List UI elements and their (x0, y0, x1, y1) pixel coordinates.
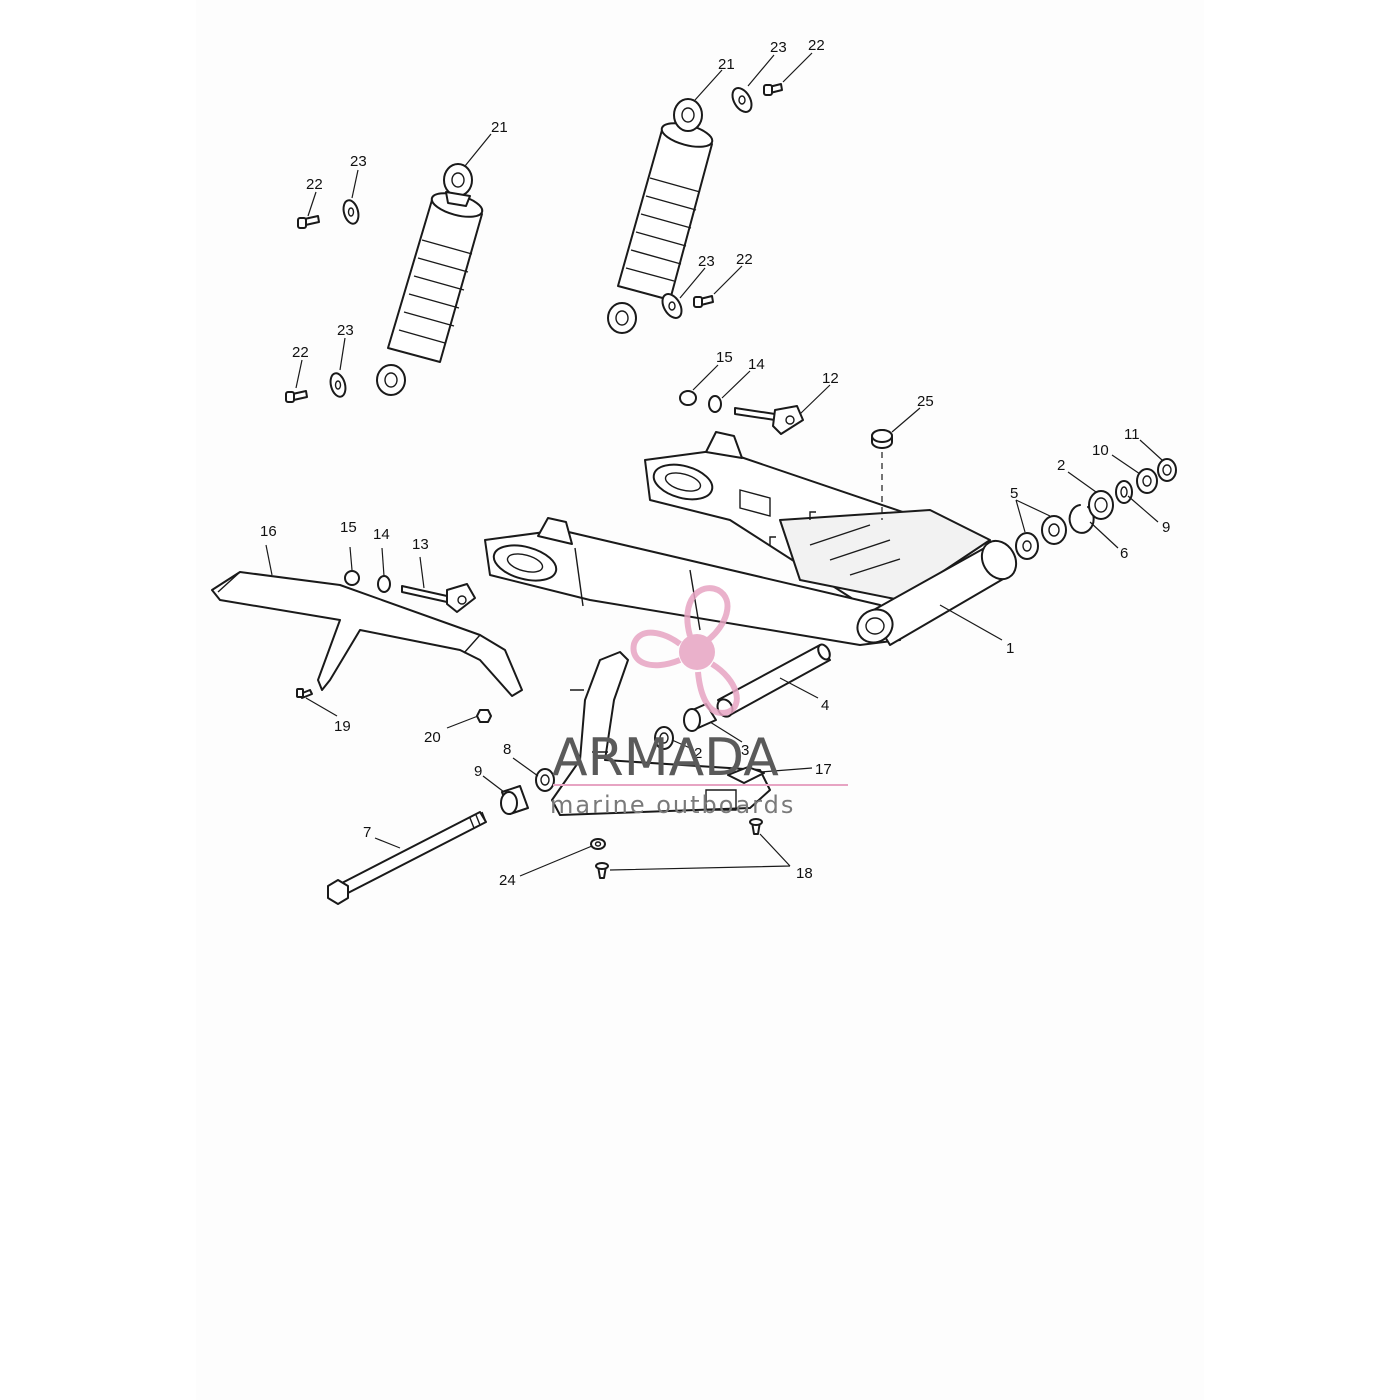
callout-22-left-bottom: 22 (292, 344, 309, 361)
propeller-blade-icon (684, 585, 731, 643)
watermark-logo (630, 585, 740, 716)
callout-23-left-bottom: 23 (337, 322, 354, 339)
callout-23-right-bottom: 23 (698, 253, 715, 270)
swing-arm (484, 431, 1018, 646)
leader-lines (265, 52, 1163, 877)
callout-11: 11 (1124, 426, 1140, 443)
left-shock-absorber (376, 163, 484, 396)
pivot-hardware-right (1015, 458, 1177, 560)
callout-12: 12 (822, 370, 839, 387)
cap (871, 429, 893, 449)
callout-21-right: 21 (718, 56, 735, 73)
callout-10: 10 (1092, 442, 1109, 459)
drawing-sheet (196, 0, 1204, 1400)
callout-14-upper: 14 (748, 356, 765, 373)
propeller-hub-icon (679, 634, 715, 670)
callout-13: 13 (412, 536, 429, 553)
callout-15-lower: 15 (340, 519, 357, 536)
callout-15-upper: 15 (716, 349, 733, 366)
lower-guard (551, 651, 771, 816)
callout-16: 16 (260, 523, 277, 540)
callout-labels: 21 21 23 22 22 23 22 23 23 22 15 14 12 2… (260, 37, 1170, 889)
guard-fasteners (296, 688, 492, 723)
callout-9-right: 9 (1162, 519, 1170, 536)
callout-23-top: 23 (770, 39, 787, 56)
callout-23-left-top: 23 (350, 153, 367, 170)
callout-17: 17 (815, 761, 832, 778)
callout-7: 7 (363, 824, 371, 841)
callout-8: 8 (503, 741, 511, 758)
pivot-hardware-left (327, 768, 555, 905)
callout-5: 5 (1010, 485, 1018, 502)
callout-9-left: 9 (474, 763, 482, 780)
callout-1: 1 (1006, 640, 1014, 657)
chain-adjuster-lower (344, 570, 476, 613)
watermark-tagline: marine outboards (550, 791, 795, 819)
callout-4: 4 (821, 697, 829, 714)
callout-18: 18 (796, 865, 813, 882)
callout-25: 25 (917, 393, 934, 410)
callout-2-lower: 2 (694, 745, 702, 762)
watermark-brand: ARMADA (552, 728, 779, 788)
chain-guard (211, 571, 523, 697)
callout-22-left-top: 22 (306, 176, 323, 193)
callout-3: 3 (741, 742, 749, 759)
callout-19: 19 (334, 718, 351, 735)
callout-22-right-bottom: 22 (736, 251, 753, 268)
chain-adjuster-upper (679, 390, 804, 435)
callout-6: 6 (1120, 545, 1128, 562)
callout-24: 24 (499, 872, 516, 889)
callout-14-lower: 14 (373, 526, 390, 543)
shock-mount-hardware (285, 83, 783, 403)
callout-22-top: 22 (808, 37, 825, 54)
callout-21-left: 21 (491, 119, 508, 136)
guard-screws (590, 818, 763, 879)
callout-2-right: 2 (1057, 457, 1065, 474)
callout-20: 20 (424, 729, 441, 746)
pivot-spindle (654, 643, 831, 750)
